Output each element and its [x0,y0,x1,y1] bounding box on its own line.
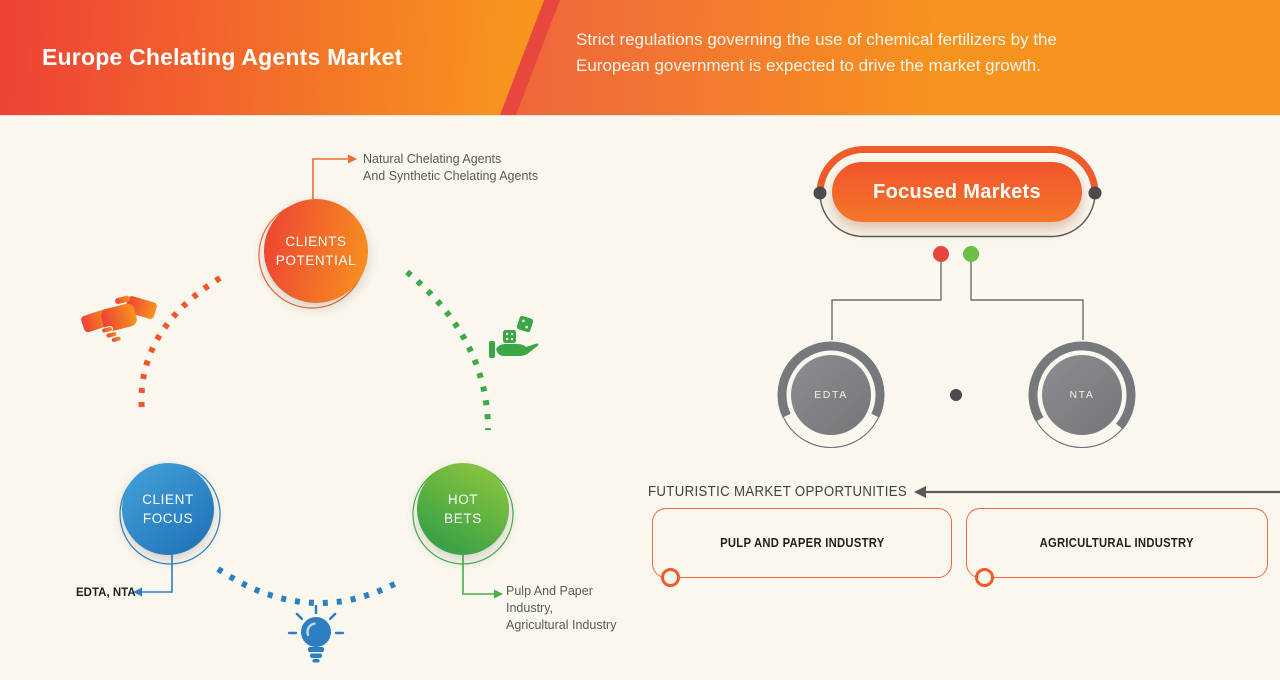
red-marker-dot [933,246,949,262]
pill-left-dot [813,186,827,200]
focused-markets-pill: Focused Markets [832,162,1082,222]
page-title: Europe Chelating Agents Market [42,44,403,70]
opportunity-box-pulp-paper: PULP AND PAPER INDUSTRY [652,508,952,587]
clients-potential-connector [312,158,348,199]
header-banner: Europe Chelating Agents Market Strict re… [0,0,1280,115]
edta-circle [791,355,871,435]
header-right-panel [516,0,1280,115]
client-focus-arrow [133,587,142,597]
opportunity-label-pulp-paper: PULP AND PAPER INDUSTRY [719,536,885,550]
opportunities-heading: FUTURISTIC MARKET OPPORTUNITIES [648,483,908,500]
focused-markets-title: Focused Markets [873,180,1041,203]
edta-thick-arc [777,341,885,418]
nta-label: NTA [1069,389,1095,401]
branch-line-nta [970,262,1084,340]
ring-icon [975,568,994,587]
clients-potential-arrow [348,154,357,164]
hot-bets-note: Pulp And Paper Industry, Agricultural In… [506,584,617,632]
lightbulb-icon [287,604,345,663]
clients-potential-bubble: CLIENTS POTENTIAL [264,199,368,303]
client-focus-label: CLIENT FOCUS [142,492,194,526]
dotted-arc-orange [138,275,222,413]
handshake-icon [81,295,157,343]
green-marker-dot [963,246,979,262]
hot-bets-bubble: HOT BETS [417,463,509,555]
ring-icon [661,568,680,587]
client-focus-note: EDTA, NTA [76,587,136,599]
dotted-arc-blue [216,566,404,606]
client-focus-connector [140,552,173,593]
nta-thick-arc [1028,341,1136,430]
client-focus-bubble: CLIENT FOCUS [122,463,214,555]
dice-hand-icon [489,315,539,358]
dotted-arc-green [405,269,491,431]
opportunity-label-agricultural: AGRICULTURAL INDUSTRY [1039,536,1195,550]
nta-circle [1042,355,1122,435]
opportunity-box-agricultural: AGRICULTURAL INDUSTRY [966,508,1268,587]
branch-line-edta [831,262,942,340]
hot-bets-connector [462,552,494,595]
clients-potential-label: CLIENTS POTENTIAL [275,234,357,268]
pill-outline-top-arc [816,146,1099,194]
opportunities-arrowhead [914,486,926,498]
edta-label: EDTA [814,389,848,401]
clients-potential-note: Natural Chelating Agents And Synthetic C… [363,152,539,183]
header-subtitle: Strict regulations governing the use of … [576,30,1057,75]
center-dot [950,389,962,401]
pill-outline-bottom-arc [819,192,1096,238]
pill-right-dot [1088,186,1102,200]
hot-bets-arrow [494,589,503,599]
hot-bets-label: HOT BETS [444,492,482,526]
